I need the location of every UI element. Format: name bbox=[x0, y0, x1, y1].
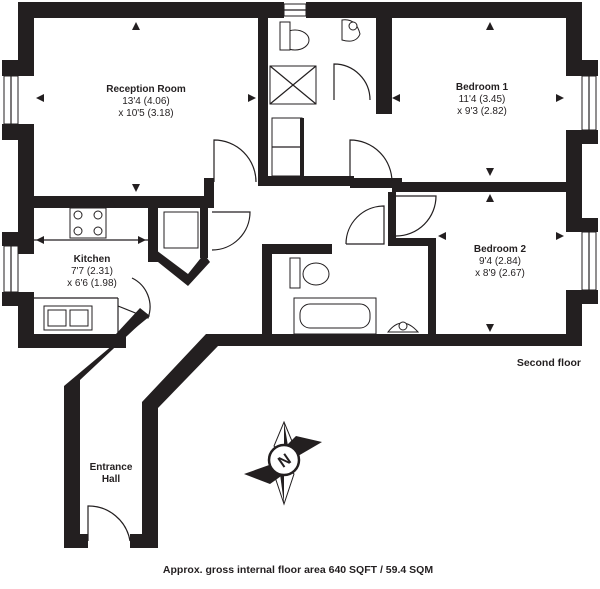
room-label-kitchen: Kitchen 7'7 (2.31) x 6'6 (1.98) bbox=[67, 254, 117, 289]
dimension-markers bbox=[36, 22, 564, 332]
bedroom2-dim1: 9'4 (2.84) bbox=[479, 256, 521, 267]
bathroom-fixtures bbox=[289, 257, 420, 335]
outer-walls bbox=[2, 2, 598, 348]
room-label-bedroom2: Bedroom 2 9'4 (2.84) x 8'9 (2.67) bbox=[474, 244, 527, 279]
doors bbox=[87, 63, 437, 542]
entrance-corridor-walls bbox=[64, 320, 218, 548]
room-label-entrance: Entrance Hall bbox=[90, 462, 133, 485]
bedroom1-dim2: x 9'3 (2.82) bbox=[457, 106, 507, 117]
floor-area-text: Approx. gross internal floor area 640 SQ… bbox=[163, 564, 433, 576]
bedroom1-dim1: 11'4 (3.45) bbox=[459, 94, 506, 105]
shower-room-fixtures bbox=[269, 19, 361, 105]
interior-walls bbox=[18, 2, 582, 346]
bedroom2-name: Bedroom 2 bbox=[474, 244, 527, 255]
reception-dim2: x 10'5 (3.18) bbox=[118, 108, 173, 119]
entrance-name-line2: Hall bbox=[102, 474, 121, 485]
kitchen-dim1: 7'7 (2.31) bbox=[71, 266, 113, 277]
room-label-reception: Reception Room 13'4 (4.06) x 10'5 (3.18) bbox=[106, 84, 186, 119]
kitchen-dim2: x 6'6 (1.98) bbox=[67, 278, 117, 289]
reception-name: Reception Room bbox=[106, 84, 186, 95]
bedroom1-name: Bedroom 1 bbox=[456, 82, 509, 93]
floor-label: Second floor bbox=[517, 357, 581, 369]
entrance-name-line1: Entrance bbox=[90, 462, 133, 473]
kitchen-fixtures bbox=[34, 207, 199, 334]
bedroom2-dim2: x 8'9 (2.67) bbox=[475, 268, 525, 279]
reception-dim1: 13'4 (4.06) bbox=[122, 96, 170, 107]
kitchen-name: Kitchen bbox=[74, 254, 111, 265]
windows bbox=[3, 3, 597, 293]
compass-north-icon: N bbox=[244, 420, 322, 506]
room-label-bedroom1: Bedroom 1 11'4 (3.45) x 9'3 (2.82) bbox=[456, 82, 509, 117]
